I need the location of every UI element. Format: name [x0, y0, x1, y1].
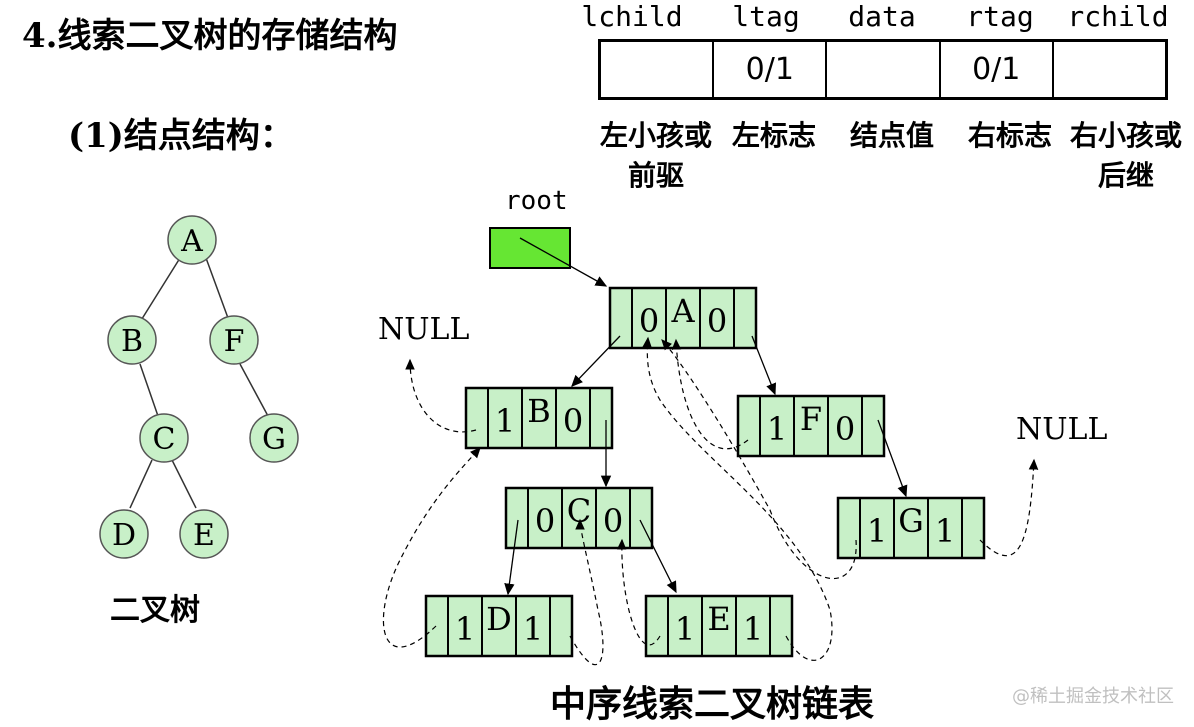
- binary-tree: [129, 257, 269, 509]
- thread-node-data: C: [567, 492, 591, 530]
- binary-tree-nodes: A B F C G D E: [99, 215, 299, 559]
- thread-node-rtag: 1: [935, 512, 955, 550]
- field-label-data: data: [848, 0, 916, 33]
- thread-node-e: [644, 594, 794, 658]
- thread-pointers: [382, 336, 1039, 666]
- tree-node-g: [249, 413, 299, 463]
- tree-node-label-g: G: [262, 422, 286, 457]
- tree-node-a: [167, 215, 217, 265]
- threaded-list-caption: 中序线索二叉树链表: [550, 683, 875, 725]
- thread-node-data: A: [670, 292, 695, 330]
- field-label-rchild: rchild: [1067, 0, 1169, 33]
- thread-node-rtag: 1: [743, 610, 763, 648]
- field-label-rtag: rtag: [966, 0, 1034, 33]
- thread-node-data: B: [527, 392, 551, 430]
- field-desc-rchild: 右小孩或后继: [1070, 119, 1183, 192]
- thread-node-d: [424, 594, 574, 658]
- tree-node-c: [139, 413, 189, 463]
- thread-node-f: [736, 394, 886, 458]
- rtag-cell: 0/1: [941, 42, 1054, 97]
- binary-tree-caption: 二叉树: [110, 593, 200, 628]
- thread-node-data: F: [800, 400, 822, 438]
- data-cell: [827, 42, 941, 97]
- node-structure-box: 0/1 0/1: [598, 39, 1168, 100]
- root-label: root: [505, 186, 568, 216]
- thread-node-rtag: 0: [563, 402, 583, 440]
- tree-node-e: [179, 509, 229, 559]
- watermark: @稀土掘金技术社区: [1012, 686, 1174, 707]
- tree-node-label-e: E: [193, 518, 215, 553]
- thread-node-ltag: 1: [495, 402, 515, 440]
- tree-node-label-b: B: [121, 324, 143, 359]
- thread-node-ltag: 1: [867, 512, 887, 550]
- field-label-lchild: lchild: [581, 0, 683, 33]
- thread-node-a: [608, 286, 758, 350]
- thread-node-c: [504, 486, 654, 550]
- section-subtitle: (1)结点结构：: [68, 116, 294, 156]
- thread-node-rtag: 0: [707, 302, 727, 340]
- thread-node-data: D: [486, 600, 512, 638]
- field-label-ltag: ltag: [732, 0, 800, 33]
- thread-node-data: G: [898, 502, 924, 540]
- field-desc-ltag: 左标志: [731, 119, 816, 152]
- tree-node-label-f: F: [224, 324, 245, 359]
- page-title: 4.线索二叉树的存储结构: [22, 16, 398, 56]
- thread-node-data: E: [707, 600, 730, 638]
- thread-node-ltag: 1: [767, 410, 787, 448]
- null-label-right: NULL: [1016, 412, 1108, 447]
- thread-node-rtag: 1: [523, 610, 543, 648]
- null-label-left: NULL: [378, 312, 470, 347]
- ltag-cell: 0/1: [714, 42, 828, 97]
- tree-node-f: [209, 315, 259, 365]
- root-pointer-box: [489, 227, 571, 269]
- thread-node-rtag: 0: [835, 410, 855, 448]
- lchild-cell: [601, 42, 715, 97]
- thread-node-b: [464, 386, 614, 450]
- thread-node-rtag: 0: [603, 502, 623, 540]
- thread-node-ltag: 1: [675, 610, 695, 648]
- tree-node-label-c: C: [153, 422, 176, 457]
- field-desc-lchild: 左小孩或前驱: [600, 119, 713, 192]
- thread-node-g: [836, 496, 986, 560]
- tree-node-d: [99, 509, 149, 559]
- tree-node-label-d: D: [112, 518, 136, 553]
- thread-node-ltag: 0: [535, 502, 555, 540]
- thread-node-ltag: 0: [639, 302, 659, 340]
- tree-node-b: [107, 315, 157, 365]
- field-desc-rtag: 右标志: [967, 119, 1052, 152]
- child-pointers: [504, 335, 908, 596]
- thread-node-ltag: 1: [455, 610, 475, 648]
- field-desc-data: 结点值: [849, 119, 934, 152]
- tree-node-label-a: A: [180, 224, 203, 259]
